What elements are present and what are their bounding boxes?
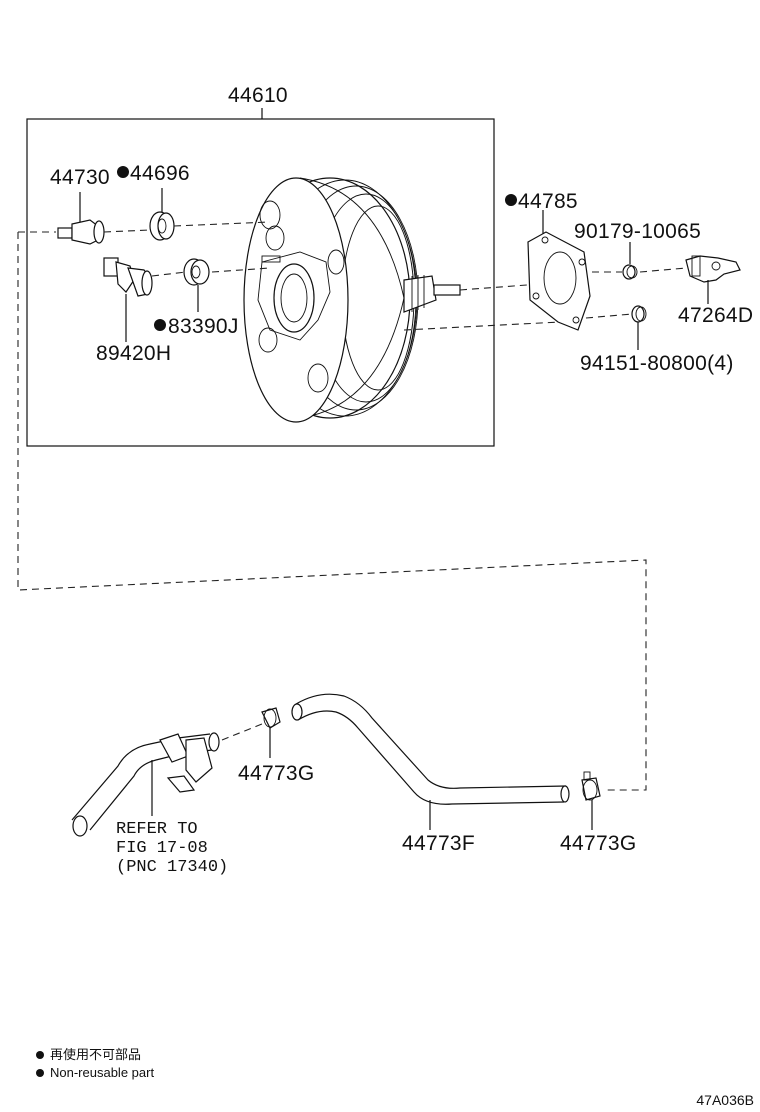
legend-jp-text: 再使用不可部品 bbox=[50, 1047, 142, 1062]
label-47264D: 47264D bbox=[678, 304, 753, 327]
part-83390J-grommet bbox=[183, 258, 210, 286]
label-89420H: 89420H bbox=[96, 342, 171, 365]
routing-dashed-line bbox=[17, 232, 647, 791]
label-44610: 44610 bbox=[228, 84, 288, 107]
label-44730: 44730 bbox=[50, 166, 110, 189]
legend-dot-icon bbox=[36, 1051, 44, 1059]
part-47264D-clevis bbox=[685, 255, 741, 283]
part-90179-nut bbox=[622, 264, 638, 280]
label-90179-10065: 90179-10065 bbox=[574, 220, 701, 243]
label-44773G-left: 44773G bbox=[238, 762, 315, 785]
brake-booster bbox=[243, 177, 461, 423]
label-94151-80800: 94151-80800(4) bbox=[580, 352, 734, 375]
label-44696: 44696 bbox=[130, 162, 190, 185]
legend: 再使用不可部品 Non-reusable part bbox=[36, 1046, 154, 1082]
part-89420H-sensor bbox=[103, 257, 153, 297]
refer-line-3: (PNC 17340) bbox=[116, 858, 228, 877]
non-reusable-dot-83390J bbox=[154, 319, 166, 331]
non-reusable-dot-44696 bbox=[117, 166, 129, 178]
label-44773G-right: 44773G bbox=[560, 832, 637, 855]
part-94151-nut bbox=[631, 305, 647, 323]
part-44773F-hose bbox=[291, 693, 570, 805]
legend-en-text: Non-reusable part bbox=[50, 1065, 155, 1080]
assembly-frame bbox=[26, 118, 495, 447]
part-44730-fitting bbox=[57, 219, 105, 245]
part-44696-grommet bbox=[149, 211, 175, 241]
legend-row-en: Non-reusable part bbox=[36, 1064, 154, 1082]
illustration-code: 47A036B bbox=[696, 1092, 754, 1108]
legend-row-jp: 再使用不可部品 bbox=[36, 1046, 154, 1064]
part-44773G-clamp-right bbox=[581, 771, 601, 801]
part-44785-gasket bbox=[527, 231, 591, 331]
refer-line-2: FIG 17-08 bbox=[116, 839, 208, 858]
manifold-pipe bbox=[71, 732, 220, 837]
part-44773G-clamp-left bbox=[261, 707, 281, 729]
non-reusable-dot-44785 bbox=[505, 194, 517, 206]
legend-dot-icon bbox=[36, 1069, 44, 1077]
label-44773F: 44773F bbox=[402, 832, 475, 855]
label-44785: 44785 bbox=[518, 190, 578, 213]
refer-line-1: REFER TO bbox=[116, 820, 198, 839]
label-83390J: 83390J bbox=[168, 315, 239, 338]
